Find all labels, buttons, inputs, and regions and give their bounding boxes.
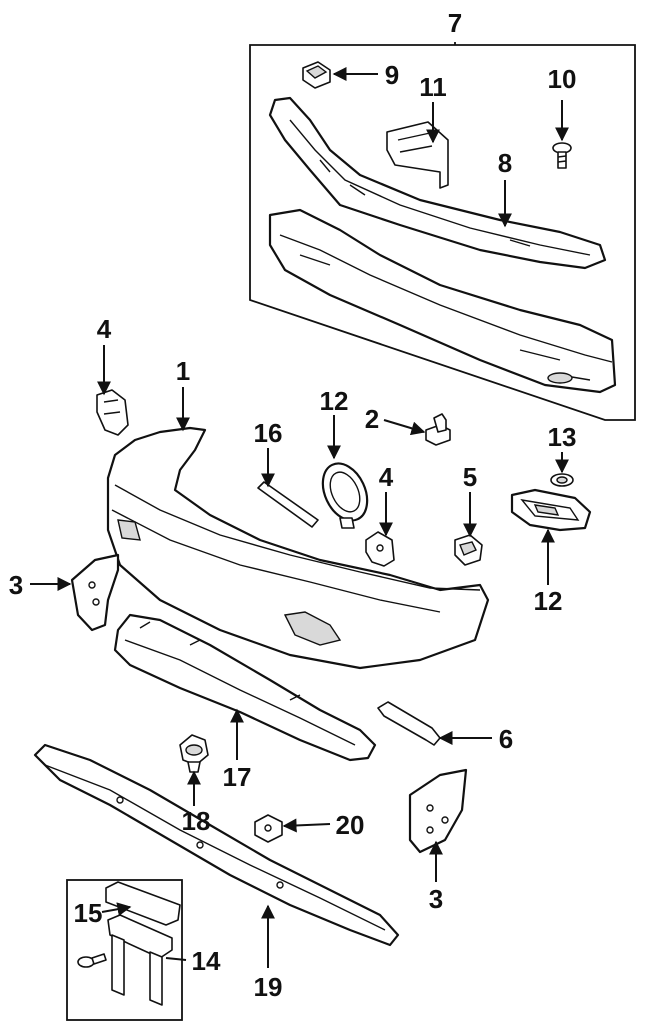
- callout-3b: 3: [429, 884, 443, 914]
- part-16-strip: [257, 481, 319, 528]
- callout-10: 10: [548, 64, 577, 94]
- part-2-retainer: [425, 413, 451, 446]
- callout-18: 18: [182, 806, 211, 836]
- part-13-clip: [550, 473, 574, 487]
- callout-14: 14: [192, 946, 221, 976]
- part-3-bracket-left: [70, 553, 120, 632]
- leader-lines: [30, 67, 569, 968]
- group-7-frame: [249, 42, 636, 421]
- callout-9: 9: [385, 60, 399, 90]
- callout-6: 6: [499, 724, 513, 754]
- callout-12b: 12: [534, 586, 563, 616]
- part-19-lower-reinforcement: [33, 743, 400, 947]
- part-6-brace: [377, 701, 441, 746]
- callout-2: 2: [365, 404, 379, 434]
- part-5-support: [454, 534, 483, 566]
- part-14-bracket: [107, 914, 173, 1006]
- part-4-bracket-center: [365, 531, 395, 567]
- callout-5: 5: [463, 462, 477, 492]
- part-4-bracket-left: [96, 389, 129, 436]
- part-18-clip: [179, 734, 209, 773]
- part-12-fog-lamp-right: [510, 488, 592, 532]
- part-9-clip-nut: [302, 61, 331, 89]
- part-11-bracket: [386, 121, 449, 189]
- callout-17: 17: [223, 762, 252, 792]
- callout-13: 13: [548, 422, 577, 452]
- part-8-energy-absorber: [268, 96, 607, 270]
- part-12-fog-lamp-left: [321, 462, 369, 529]
- callout-11: 11: [419, 72, 447, 102]
- reinforcement-beam: [268, 208, 617, 394]
- part-1-bumper-cover: [106, 426, 490, 670]
- callout-4b: 4: [379, 462, 394, 492]
- part-15-pad: [105, 881, 181, 926]
- callout-8: 8: [498, 148, 512, 178]
- group-14-frame: [66, 879, 183, 1021]
- part-17-spoiler: [113, 613, 377, 762]
- callout-4a: 4: [97, 314, 112, 344]
- group-14-screw: [77, 953, 107, 968]
- callout-labels: 7 9 10 11 8 4 1 12 2 16 13 4 5 3 12 6 17…: [9, 8, 577, 1002]
- callout-20: 20: [336, 810, 365, 840]
- callout-19: 19: [254, 972, 283, 1002]
- part-10-screw: [552, 142, 572, 169]
- callout-7: 7: [448, 8, 462, 38]
- callout-16: 16: [254, 418, 283, 448]
- part-20-nut: [254, 814, 283, 843]
- callout-12a: 12: [320, 386, 349, 416]
- callout-3a: 3: [9, 570, 23, 600]
- callout-15: 15: [74, 898, 103, 928]
- callout-1: 1: [176, 356, 190, 386]
- part-3-bracket-right: [408, 768, 468, 854]
